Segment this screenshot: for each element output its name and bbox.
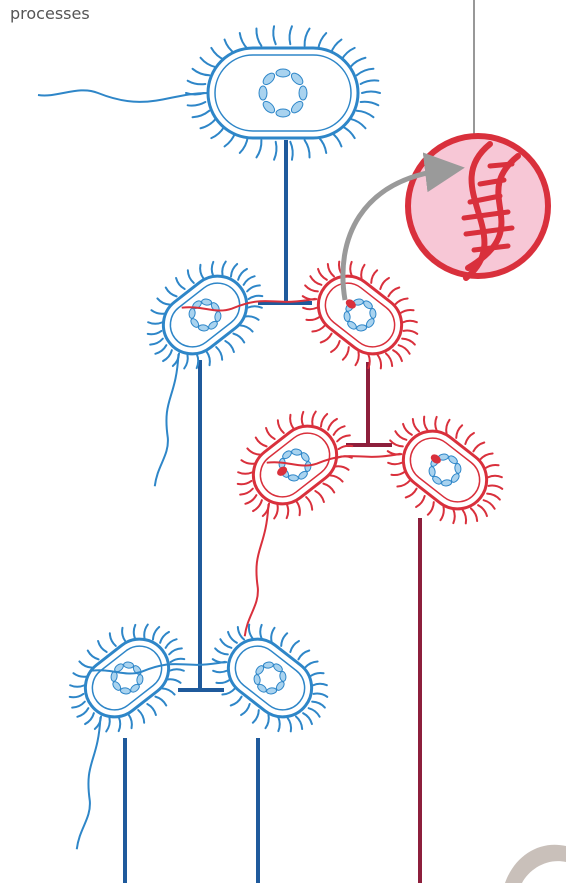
bacterium-icon [226,637,314,719]
corner-decoration [505,844,566,883]
dna-plasmid [188,298,222,332]
bacterium-icon [206,46,360,140]
zoom-arrow [340,152,465,301]
bacterium-gen2-mutated-left [236,410,354,637]
bacterium-icon [83,637,171,719]
mutation-marker-icon [345,299,356,309]
cilia [236,410,354,520]
flagellum [91,660,226,675]
dna-plasmid [110,661,144,695]
flagellum [266,452,401,467]
cilia [301,260,419,370]
flagellum [243,504,270,637]
flagellum [37,89,209,103]
bacterium-gen1-original [146,260,264,487]
bacterium-gen2-mutated-right [266,415,504,525]
cilia [386,415,504,525]
flagellum [153,354,180,487]
lineage-connectors-blue [123,140,312,883]
bacterium-icon [316,274,404,356]
lineage-connectors-red [346,362,422,883]
bacterium-icon [161,274,249,356]
bacterium-gen2-original-left [68,623,186,850]
mutation-marker-icon [277,466,288,476]
bacterium-gen1-mutated [181,260,419,370]
mutation-marker-icon [430,454,441,464]
bacterium-root [37,25,381,161]
dna-plasmid [258,68,308,118]
dna-plasmid [253,661,287,695]
cilia [68,623,186,733]
cilia [211,623,329,733]
dna-plasmid [278,448,312,482]
dna-helix-icon [461,141,521,281]
caption-text: processes [10,4,90,23]
dna-zoom-circle [405,133,551,281]
flagellum [75,717,102,850]
cilia [146,260,264,370]
flagellum [181,297,316,312]
bacterium-gen2-original-right [91,623,329,733]
bacterium-icon [401,429,489,511]
